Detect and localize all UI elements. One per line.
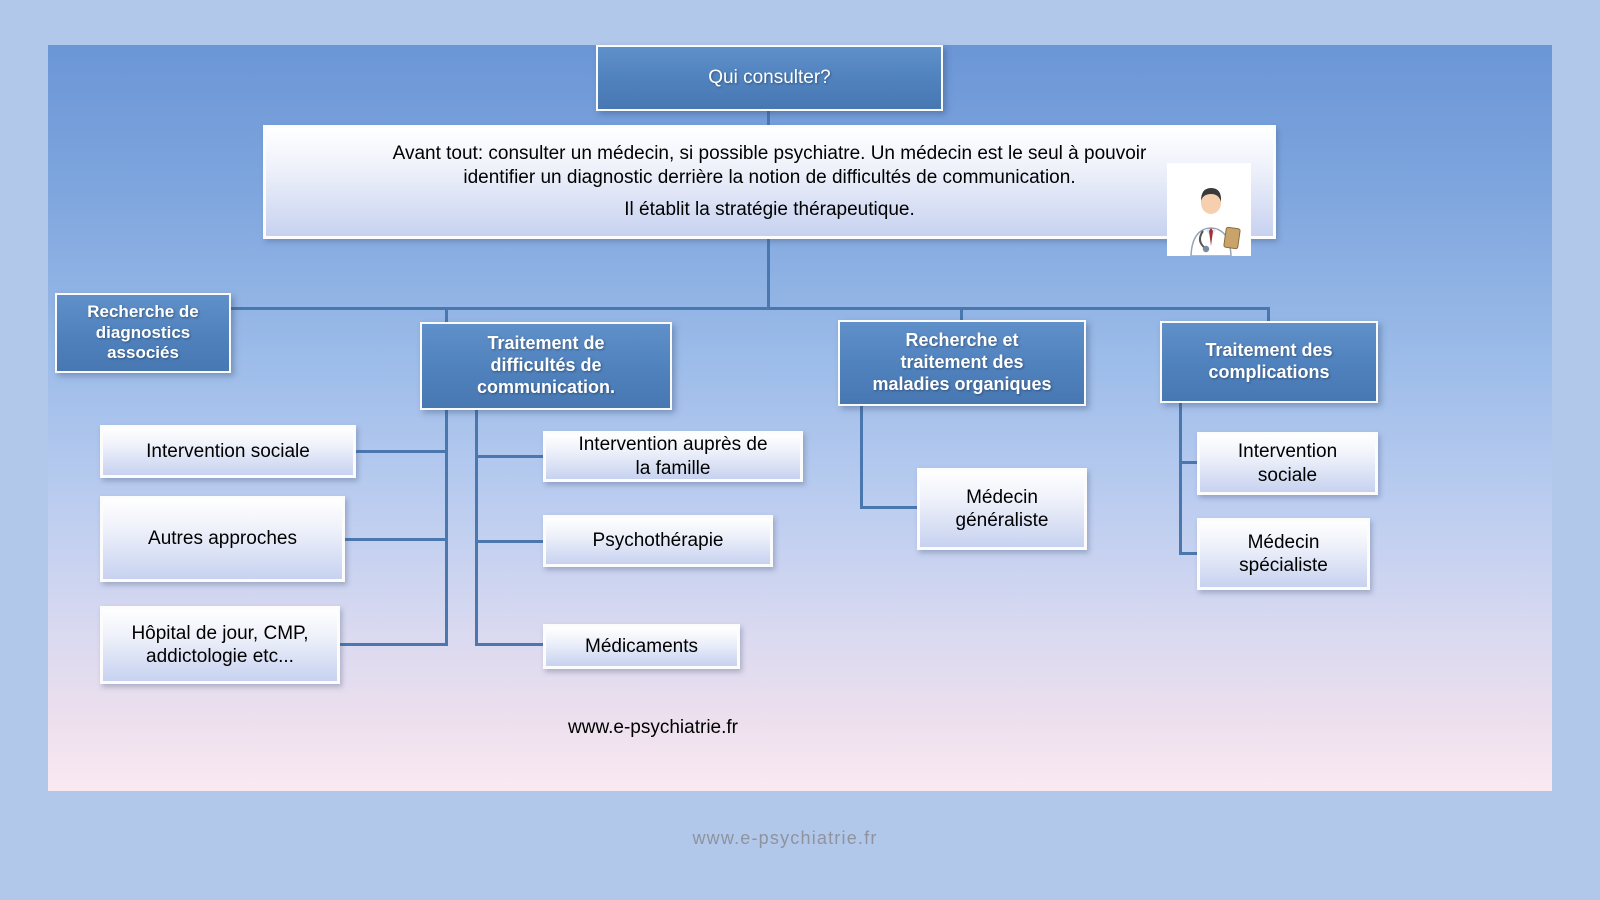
node-qui-consulter: Qui consulter? (596, 45, 943, 111)
connector-trunk-to-communication (445, 310, 448, 322)
leaf-intervention-sociale-left: Intervention sociale (100, 425, 356, 478)
doctor-clipart-image (1167, 163, 1251, 257)
footer-site-url: www.e-psychiatrie.fr (692, 828, 878, 848)
leaf-autres-approches: Autres approches (100, 496, 345, 582)
connector-to-intervention-sociale-left (356, 450, 446, 453)
connector-organiques-vertical (860, 406, 863, 509)
node-maladies-organiques: Recherche et traitement des maladies org… (838, 320, 1086, 406)
connector-to-medicaments (478, 643, 543, 646)
leaf-hopital-de-jour: Hôpital de jour, CMP, addictologie etc..… (100, 606, 340, 684)
intro-box: Avant tout: consulter un médecin, si pos… (263, 125, 1276, 257)
connector-title-to-intro (767, 111, 770, 125)
connector-to-hopital (340, 643, 446, 646)
connector-intro-to-trunk (767, 239, 770, 309)
connector-complications-vertical (1179, 403, 1182, 555)
connector-to-psychotherapie (478, 540, 543, 543)
connector-communication-vertical-left (445, 410, 448, 646)
watermark-url: www.e-psychiatrie.fr (568, 717, 738, 738)
connector-to-intervention-famille (478, 455, 543, 458)
node-traitement-complications: Traitement des complications (1160, 321, 1378, 403)
connector-trunk-to-organiques (960, 310, 963, 320)
connector-trunk-horizontal (231, 307, 1270, 310)
node-traitement-communication: Traitement de difficultés de communicati… (420, 322, 672, 410)
leaf-medicaments: Médicaments (543, 624, 740, 669)
leaf-intervention-famille: Intervention auprès de la famille (543, 431, 803, 482)
intro-paragraph-2: Il établit la stratégie thérapeutique. (624, 199, 915, 221)
intro-paragraph-1: Avant tout: consulter un médecin, si pos… (392, 142, 1147, 188)
leaf-medecin-specialiste: Médecin spécialiste (1197, 518, 1370, 590)
connector-to-medecin-generaliste (860, 506, 917, 509)
connector-trunk-to-complications (1267, 310, 1270, 321)
connector-communication-vertical-right (475, 410, 478, 646)
node-recherche-diagnostics: Recherche de diagnostics associés (55, 293, 231, 373)
leaf-medecin-generaliste: Médecin généraliste (917, 468, 1087, 550)
leaf-intervention-sociale-right: Intervention sociale (1197, 432, 1378, 495)
connector-to-autres-approches (345, 538, 446, 541)
connector-to-medecin-specialiste (1179, 552, 1197, 555)
connector-to-intervention-sociale-right (1179, 461, 1197, 464)
leaf-psychotherapie: Psychothérapie (543, 515, 773, 567)
